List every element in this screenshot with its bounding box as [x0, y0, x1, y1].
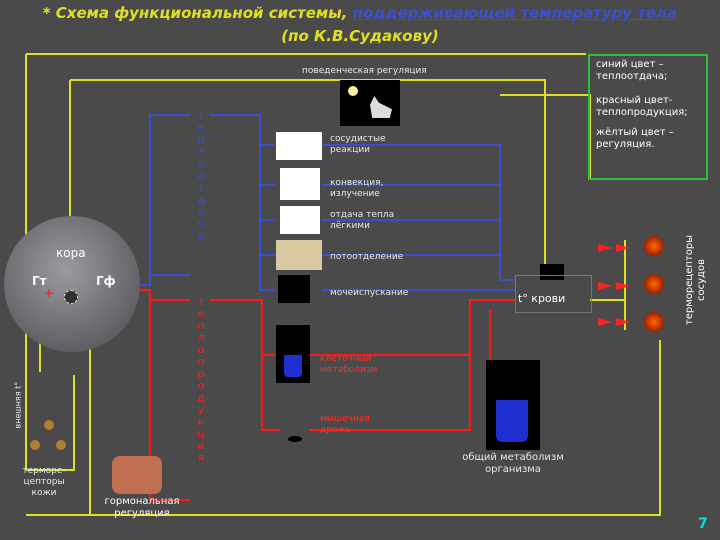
general-metab-image — [486, 360, 540, 450]
blue-branch-line — [210, 114, 261, 290]
skin-receptors-label: терморе-цепторы кожи — [22, 466, 66, 498]
vessel-receptors-label-wrap: терморецепторы сосудов — [678, 230, 714, 334]
skin-receptor-icon-1 — [44, 420, 54, 430]
moon-icon — [348, 86, 358, 96]
heat-loss-vertical: теплоотдача — [197, 109, 205, 242]
convection-image — [280, 168, 320, 200]
legend-red: красный цвет- теплопродукция; — [596, 95, 688, 118]
behavioral-label: поведенческая регуляция — [302, 66, 427, 76]
vessel-receptor-icon-1 — [644, 236, 664, 256]
sweat-label: потоотделение — [330, 252, 404, 262]
vessel-receptor-icon-3 — [644, 312, 664, 332]
slide-subtitle: (по К.В.Судакову) — [281, 27, 439, 45]
cell-metab-image — [276, 325, 310, 383]
red-main-line — [140, 289, 190, 501]
hypothalamus-node — [64, 290, 78, 304]
blood-t-label: t° крови — [518, 292, 566, 305]
heat-prod-vertical: теплопродукция — [197, 295, 205, 464]
legend-blue: синий цвет – теплоотдача; — [596, 59, 668, 82]
blue-main-line — [140, 114, 190, 286]
yellow-skin-line — [26, 375, 75, 471]
plus-sign: + — [44, 286, 55, 300]
cell-metab-label: клеточный метаболизм — [320, 354, 378, 375]
vascular-image — [276, 132, 322, 160]
yellow-behavioral-line — [70, 79, 546, 265]
wolf-moon-image — [340, 80, 400, 126]
cortex-circle: кора Гт Гф + — [4, 216, 140, 352]
urination-label: мочеиспускание — [330, 288, 409, 298]
shiver-label: мышечная дрожь — [320, 414, 370, 435]
blood-t-box — [515, 275, 592, 313]
urination-image — [278, 275, 310, 303]
skin-receptor-icon-2 — [30, 440, 40, 450]
beaker-icon — [284, 355, 302, 377]
general-metab-label: общий метаболизм организма — [462, 452, 564, 475]
convection-label: конвекция, излучение — [330, 178, 384, 199]
gt-label: Гт — [32, 274, 47, 288]
skin-t-label: внешняя t° — [13, 381, 23, 429]
cortex-label: кора — [56, 246, 86, 260]
vessel-receptors-label: терморецепторы сосудов — [684, 234, 707, 326]
skin-receptor-icon-3 — [56, 440, 66, 450]
title-prefix: * Схема функциональной системы, — [42, 4, 353, 22]
slide-title: * Схема функциональной системы, поддержи… — [0, 4, 720, 22]
lungs-label: отдача тепла лёгкими — [330, 210, 395, 231]
yellow-bottom-line — [26, 340, 661, 516]
title-link[interactable]: поддерживающей температуру тела — [352, 4, 678, 22]
lungs-image — [280, 206, 320, 234]
legend-yellow: жёлтый цвет – регуляция. — [596, 127, 674, 150]
red-branch-line — [210, 299, 280, 431]
vessel-receptor-icon-2 — [644, 274, 664, 294]
legend-box: синий цвет – теплоотдача; красный цвет- … — [588, 54, 708, 180]
big-beaker-icon — [496, 400, 528, 442]
shiver-icon — [288, 436, 302, 442]
page-number: 7 — [698, 516, 708, 532]
blood-image — [540, 264, 564, 280]
gf-label: Гф — [96, 274, 116, 288]
sweat-image — [276, 240, 322, 270]
vascular-label: сосудистые реакции — [330, 134, 386, 155]
wolf-icon — [370, 96, 392, 118]
hormonal-label: гормональная регуляция — [104, 496, 180, 519]
hormonal-image — [112, 456, 162, 494]
